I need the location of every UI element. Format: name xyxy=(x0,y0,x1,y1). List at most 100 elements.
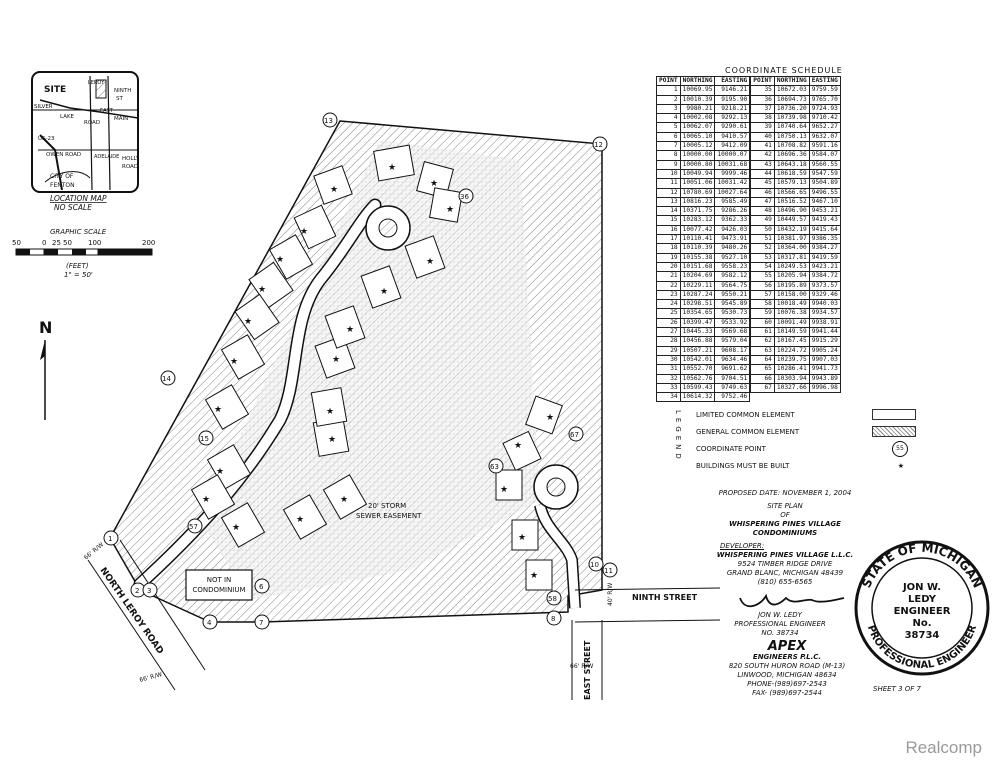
map-label: HOLLY xyxy=(122,156,140,162)
schedule-cell: 10740.64 xyxy=(773,122,810,133)
schedule-cell: 15 xyxy=(656,215,681,226)
schedule-cell: 10496.90 xyxy=(773,206,810,217)
schedule-cell: 10445.33 xyxy=(679,326,716,338)
schedule-cell: 10327.66 xyxy=(773,382,810,394)
schedule-cell: 4 xyxy=(656,113,681,124)
legend-row: BUILDINGS MUST BE BUILT★ xyxy=(676,457,916,474)
schedule-cell: 10149.59 xyxy=(773,326,810,338)
svg-text:★: ★ xyxy=(500,485,508,495)
schedule-cell: 9373.57 xyxy=(808,280,841,291)
schedule-cell: 7 xyxy=(656,141,681,152)
schedule-cell: 29 xyxy=(656,345,681,356)
easement-label-1: 20' STORM xyxy=(368,502,406,510)
svg-text:★: ★ xyxy=(330,185,338,195)
north-label: N xyxy=(39,318,52,337)
legend-row: GENERAL COMMON ELEMENT xyxy=(676,423,916,440)
svg-text:★: ★ xyxy=(258,285,266,295)
schedule-cell: 10076.38 xyxy=(773,308,810,319)
schedule-cell: 53 xyxy=(750,252,775,263)
schedule-cell: 10155.38 xyxy=(679,252,716,263)
schedule-cell: 17 xyxy=(656,234,681,245)
svg-text:★: ★ xyxy=(296,515,304,525)
firm-name: APEX xyxy=(767,639,807,654)
schedule-cell: 32 xyxy=(656,373,681,384)
title-block: PROPOSED DATE: NOVEMBER 1, 2004 SITE PLA… xyxy=(700,489,870,587)
seal-no: No. xyxy=(912,618,931,629)
schedule-cell: 58 xyxy=(750,299,775,310)
map-label: US-23 xyxy=(38,136,55,142)
schedule-cell: 27 xyxy=(656,326,681,338)
schedule-cell: 57 xyxy=(750,289,775,301)
schedule-cell: 50 xyxy=(750,224,775,236)
project-name-1: WHISPERING PINES VILLAGE xyxy=(729,520,841,528)
schedule-cell: 9146.21 xyxy=(714,85,751,96)
schedule-cell: 62 xyxy=(750,336,775,347)
schedule-cell: 9905.24 xyxy=(808,345,841,356)
schedule-cell: 9941.44 xyxy=(808,326,841,338)
schedule-cell: 46 xyxy=(750,187,775,198)
schedule-cell: 10205.94 xyxy=(773,271,810,282)
sheet-number: SHEET 3 OF 7 xyxy=(873,685,921,693)
schedule-cell: 9362.33 xyxy=(714,215,751,226)
schedule-cell: 9710.42 xyxy=(808,113,841,124)
svg-text:67: 67 xyxy=(570,431,579,439)
svg-text:★: ★ xyxy=(426,257,434,267)
firm-phone: PHONE-(989)697-2543 xyxy=(747,680,827,688)
scale-title: GRAPHIC SCALE xyxy=(50,228,107,236)
firm-address-1: 820 SOUTH HURON ROAD (M-13) xyxy=(728,662,846,670)
map-label: MAIN xyxy=(114,116,128,122)
schedule-cell: 10204.69 xyxy=(679,271,716,282)
schedule-cell: 10298.51 xyxy=(679,299,716,310)
schedule-cell: 9329.46 xyxy=(808,289,841,301)
schedule-cell: 56 xyxy=(750,280,775,291)
schedule-cell: 10614.32 xyxy=(679,392,716,403)
schedule-cell: 10354.65 xyxy=(679,308,716,319)
developer-line-2: 9524 TIMBER RIDGE DRIVE xyxy=(737,560,833,568)
schedule-cell: 52 xyxy=(750,243,775,254)
schedule-cell: 10449.57 xyxy=(773,215,810,226)
schedule-cell: 10283.12 xyxy=(679,215,716,226)
scale-ratio: 1" = 50' xyxy=(64,271,93,279)
schedule-cell: 10364.00 xyxy=(773,243,810,254)
seal-role: ENGINEER xyxy=(894,606,951,617)
schedule-cell: 9558.23 xyxy=(714,261,751,273)
svg-text:4: 4 xyxy=(207,619,212,627)
engineer-signature xyxy=(739,593,845,608)
schedule-cell: 9582.12 xyxy=(714,271,751,282)
developer-line-3: GRAND BLANC, MICHIGAN 48439 xyxy=(726,569,844,577)
schedule-cell: 9569.68 xyxy=(714,326,751,338)
svg-text:13: 13 xyxy=(324,117,333,125)
schedule-cell: 6 xyxy=(656,131,681,143)
schedule-cell: 10672.03 xyxy=(773,85,810,96)
schedule-cell: 10456.88 xyxy=(679,336,716,347)
map-label: ROAD xyxy=(84,120,100,126)
schedule-cell: 10542.01 xyxy=(679,354,716,366)
schedule-cell: 10287.24 xyxy=(679,289,716,301)
schedule-cell: 9412.09 xyxy=(714,141,751,152)
svg-text:1: 1 xyxy=(108,535,112,543)
schedule-cell: 10195.89 xyxy=(773,280,810,291)
general-common-swatch xyxy=(872,426,916,437)
